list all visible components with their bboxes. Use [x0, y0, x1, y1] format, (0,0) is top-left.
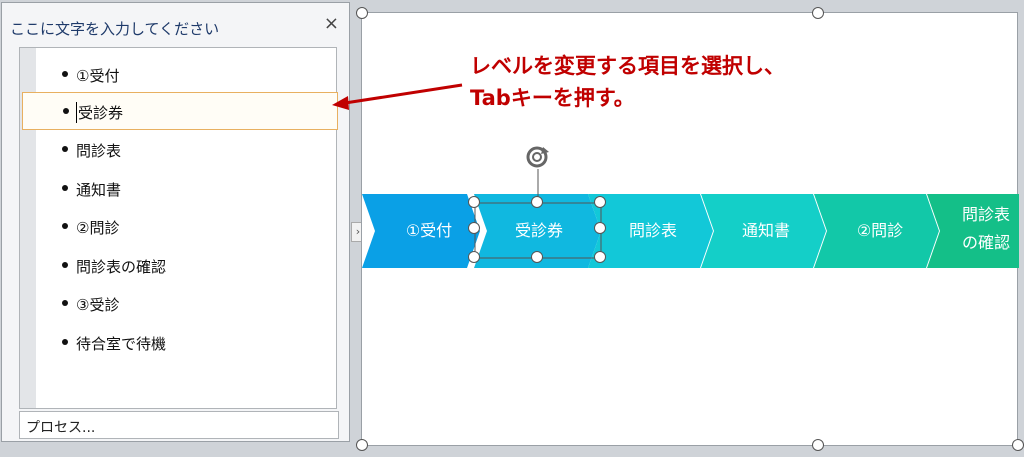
chevron-step-3[interactable]	[588, 194, 713, 268]
layout-name-box[interactable]: プロセス...	[19, 411, 339, 439]
shape-handle[interactable]	[594, 222, 606, 234]
text-pane: ここに文字を入力してください × ①受付 受診券 問診表 通知書 ②問診 問診表…	[1, 2, 350, 442]
shape-handle[interactable]	[531, 196, 543, 208]
annotation-line: Tabキーを押す。	[470, 86, 635, 110]
resize-handle[interactable]	[1012, 439, 1024, 451]
bullet-icon	[63, 108, 69, 114]
bullet-icon	[62, 146, 68, 152]
bullet-icon	[62, 71, 68, 77]
chevron-step-4[interactable]	[701, 194, 826, 268]
shape-handle[interactable]	[594, 196, 606, 208]
bullet-icon	[62, 223, 68, 229]
layout-name-label: プロセス...	[26, 420, 96, 436]
list-item-label: ②問診	[76, 219, 120, 237]
bullet-icon	[62, 262, 68, 268]
bullet-icon	[62, 300, 68, 306]
step-label: 通知書	[742, 221, 790, 240]
shape-handle[interactable]	[594, 251, 606, 263]
chevron-step-6[interactable]	[927, 194, 1019, 268]
bullet-list[interactable]: ①受付 受診券 問診表 通知書 ②問診 問診表の確認 ③受診 待合室で待機	[19, 47, 338, 409]
chevron-step-2[interactable]	[474, 194, 601, 268]
bullet-icon	[62, 185, 68, 191]
list-item-label: 待合室で待機	[76, 335, 167, 353]
annotation-line: レベルを変更する項目を選択し、	[470, 54, 785, 78]
list-item-label: ①受付	[76, 67, 120, 85]
shape-handle[interactable]	[468, 196, 480, 208]
list-item-label: 通知書	[76, 181, 122, 199]
list-item-label: 問診表の確認	[76, 258, 167, 276]
shape-handle[interactable]	[468, 251, 480, 263]
step-label: 問診表	[629, 221, 677, 240]
step-label: ②問診	[857, 221, 903, 240]
list-item[interactable]: ③受診	[24, 286, 334, 322]
list-item[interactable]: 待合室で待機	[24, 325, 334, 361]
list-item-selected[interactable]: 受診券	[22, 92, 338, 130]
process-diagram: ①受付 受診券 問診表 通知書 ②問診 問診表 の確認	[362, 169, 1019, 268]
step-label: の確認	[962, 233, 1010, 252]
list-item[interactable]: ②問診	[24, 209, 334, 245]
list-item[interactable]: 問診表	[24, 132, 334, 168]
chevron-step-1[interactable]	[362, 194, 480, 268]
rotate-icon[interactable]	[522, 142, 552, 172]
list-gutter	[20, 48, 36, 408]
bullet-icon	[62, 339, 68, 345]
shape-handle[interactable]	[531, 251, 543, 263]
close-icon[interactable]: ×	[323, 13, 339, 34]
list-item-label: ③受診	[76, 296, 120, 314]
resize-handle[interactable]	[812, 7, 824, 19]
list-item[interactable]: 通知書	[24, 171, 334, 207]
resize-handle[interactable]	[812, 439, 824, 451]
list-item[interactable]: ①受付	[24, 57, 334, 93]
annotation-text: レベルを変更する項目を選択し、 Tabキーを押す。	[470, 50, 785, 114]
step-label: 受診券	[515, 221, 563, 240]
shape-handle[interactable]	[468, 222, 480, 234]
list-item-label: 問診表	[76, 142, 122, 160]
pane-title: ここに文字を入力してください	[10, 20, 220, 38]
resize-handle[interactable]	[356, 439, 368, 451]
list-item-label: 受診券	[76, 102, 124, 123]
resize-handle[interactable]	[356, 7, 368, 19]
chevron-step-5[interactable]	[814, 194, 939, 268]
step-label: ①受付	[406, 221, 452, 240]
list-item[interactable]: 問診表の確認	[24, 248, 334, 284]
step-label: 問診表	[962, 205, 1010, 224]
